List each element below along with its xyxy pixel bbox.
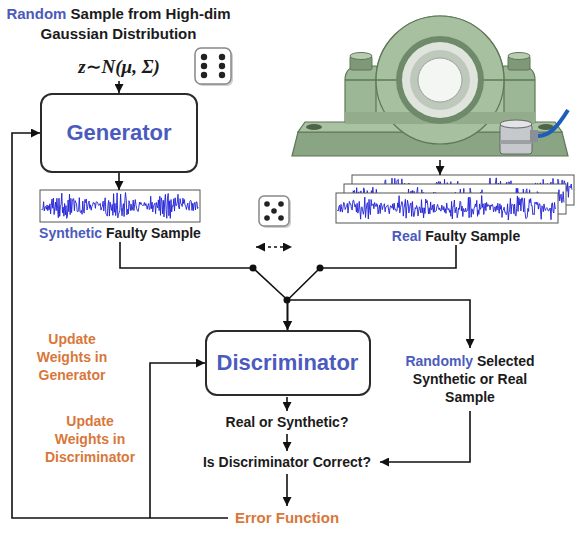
label-slot: z∼N(μ, Σ) bbox=[44, 56, 194, 78]
dice-icon bbox=[259, 196, 291, 228]
flow-wires bbox=[286, 434, 288, 451]
bearing-illustration bbox=[306, 124, 322, 130]
accent-word: Synthetic bbox=[39, 225, 102, 241]
discriminator-box: Discriminator bbox=[205, 330, 371, 396]
synthetic-signal-panel bbox=[42, 193, 199, 219]
accent-word: Real bbox=[392, 228, 422, 244]
connector bbox=[118, 173, 120, 190]
dice-icon bbox=[219, 54, 225, 60]
label-slot: Randomly Selected Synthetic or Real Samp… bbox=[392, 352, 548, 406]
sample-note: Randomly Selected Synthetic or Real Samp… bbox=[392, 352, 548, 406]
accent-word: Randomly bbox=[405, 353, 473, 369]
synthetic-signal-panel bbox=[40, 190, 200, 222]
accent-word: Random bbox=[6, 5, 66, 22]
real-signal-panels bbox=[336, 175, 574, 223]
bearing-illustration bbox=[292, 16, 568, 156]
label-slot: Error Function bbox=[207, 508, 367, 528]
bearing-illustration bbox=[402, 42, 478, 118]
dice-icon bbox=[201, 54, 207, 60]
switch-contacts bbox=[250, 265, 324, 304]
flow-wires bbox=[286, 397, 288, 411]
bearing-illustration bbox=[396, 36, 484, 124]
dice-icon bbox=[271, 208, 277, 214]
text-rest: Faulty Sample bbox=[102, 225, 201, 241]
dice-icon bbox=[201, 63, 207, 69]
panel-spacer bbox=[10, 190, 230, 224]
update-label: Update Weights in Discriminator bbox=[40, 412, 140, 466]
dice-icon bbox=[264, 201, 270, 207]
synthetic-sample-panel: Synthetic Faulty Sample bbox=[10, 190, 230, 242]
flow-wires bbox=[150, 363, 205, 518]
real-signal-panels bbox=[336, 193, 558, 223]
flow-wires bbox=[118, 81, 120, 93]
error-label: Error Function bbox=[207, 508, 367, 528]
label-slot: Update Weights in Discriminator bbox=[40, 412, 140, 466]
dice-icon bbox=[201, 72, 207, 78]
generator-box: Generator bbox=[40, 93, 198, 173]
bearing-illustration bbox=[538, 110, 568, 136]
bearing-illustration bbox=[530, 130, 538, 142]
step-label: Real or Synthetic? bbox=[187, 413, 387, 431]
panel-caption: Synthetic Faulty Sample bbox=[10, 224, 230, 242]
step-label: Is Discriminator Correct? bbox=[182, 453, 392, 471]
update-label: Update Weights in Generator bbox=[22, 330, 122, 384]
label-slot: Is Discriminator Correct? bbox=[182, 453, 392, 471]
bearing-illustration bbox=[508, 53, 530, 60]
flow-wires bbox=[12, 81, 470, 518]
flow-wires bbox=[286, 474, 288, 506]
flow-wires bbox=[12, 133, 228, 518]
bearing-illustration bbox=[418, 58, 462, 102]
text-rest: Faulty Sample bbox=[421, 228, 520, 244]
panel-caption: Real Faulty Sample bbox=[324, 227, 579, 245]
label-slot: Update Weights in Generator bbox=[22, 330, 122, 384]
dice-icon bbox=[264, 215, 270, 221]
label-slot: Random Sample from High-dim Gaussian Dis… bbox=[6, 4, 231, 44]
formula: z∼N(μ, Σ) bbox=[44, 56, 194, 78]
box-title: Discriminator bbox=[217, 349, 359, 377]
dice-icon bbox=[278, 201, 284, 207]
connector bbox=[120, 242, 288, 330]
text-rest: Sample from High-dim Gaussian Distributi… bbox=[41, 5, 231, 42]
real-sample-panel: Real Faulty Sample bbox=[324, 175, 579, 245]
dice-icon bbox=[195, 48, 231, 84]
flow-wires bbox=[439, 160, 441, 175]
connector bbox=[288, 245, 457, 330]
bearing-illustration bbox=[500, 140, 532, 144]
bearing-illustration bbox=[500, 120, 532, 128]
input-caption: Random Sample from High-dim Gaussian Dis… bbox=[6, 4, 231, 44]
dice-icon bbox=[259, 196, 289, 226]
dice-icon bbox=[278, 215, 284, 221]
label-slot: Real or Synthetic? bbox=[187, 413, 387, 431]
box-title: Generator bbox=[66, 119, 171, 147]
bearing-illustration bbox=[350, 53, 372, 60]
panel-spacer bbox=[324, 175, 579, 227]
dice-icon bbox=[219, 63, 225, 69]
dice-icon bbox=[195, 48, 233, 86]
synthetic-signal-panel bbox=[40, 190, 200, 222]
bearing-illustration bbox=[410, 50, 470, 110]
dice-icon bbox=[219, 72, 225, 78]
real-signal-panels bbox=[338, 196, 556, 220]
switch-toggle-arrow bbox=[256, 246, 292, 247]
flow-wires bbox=[380, 411, 470, 462]
